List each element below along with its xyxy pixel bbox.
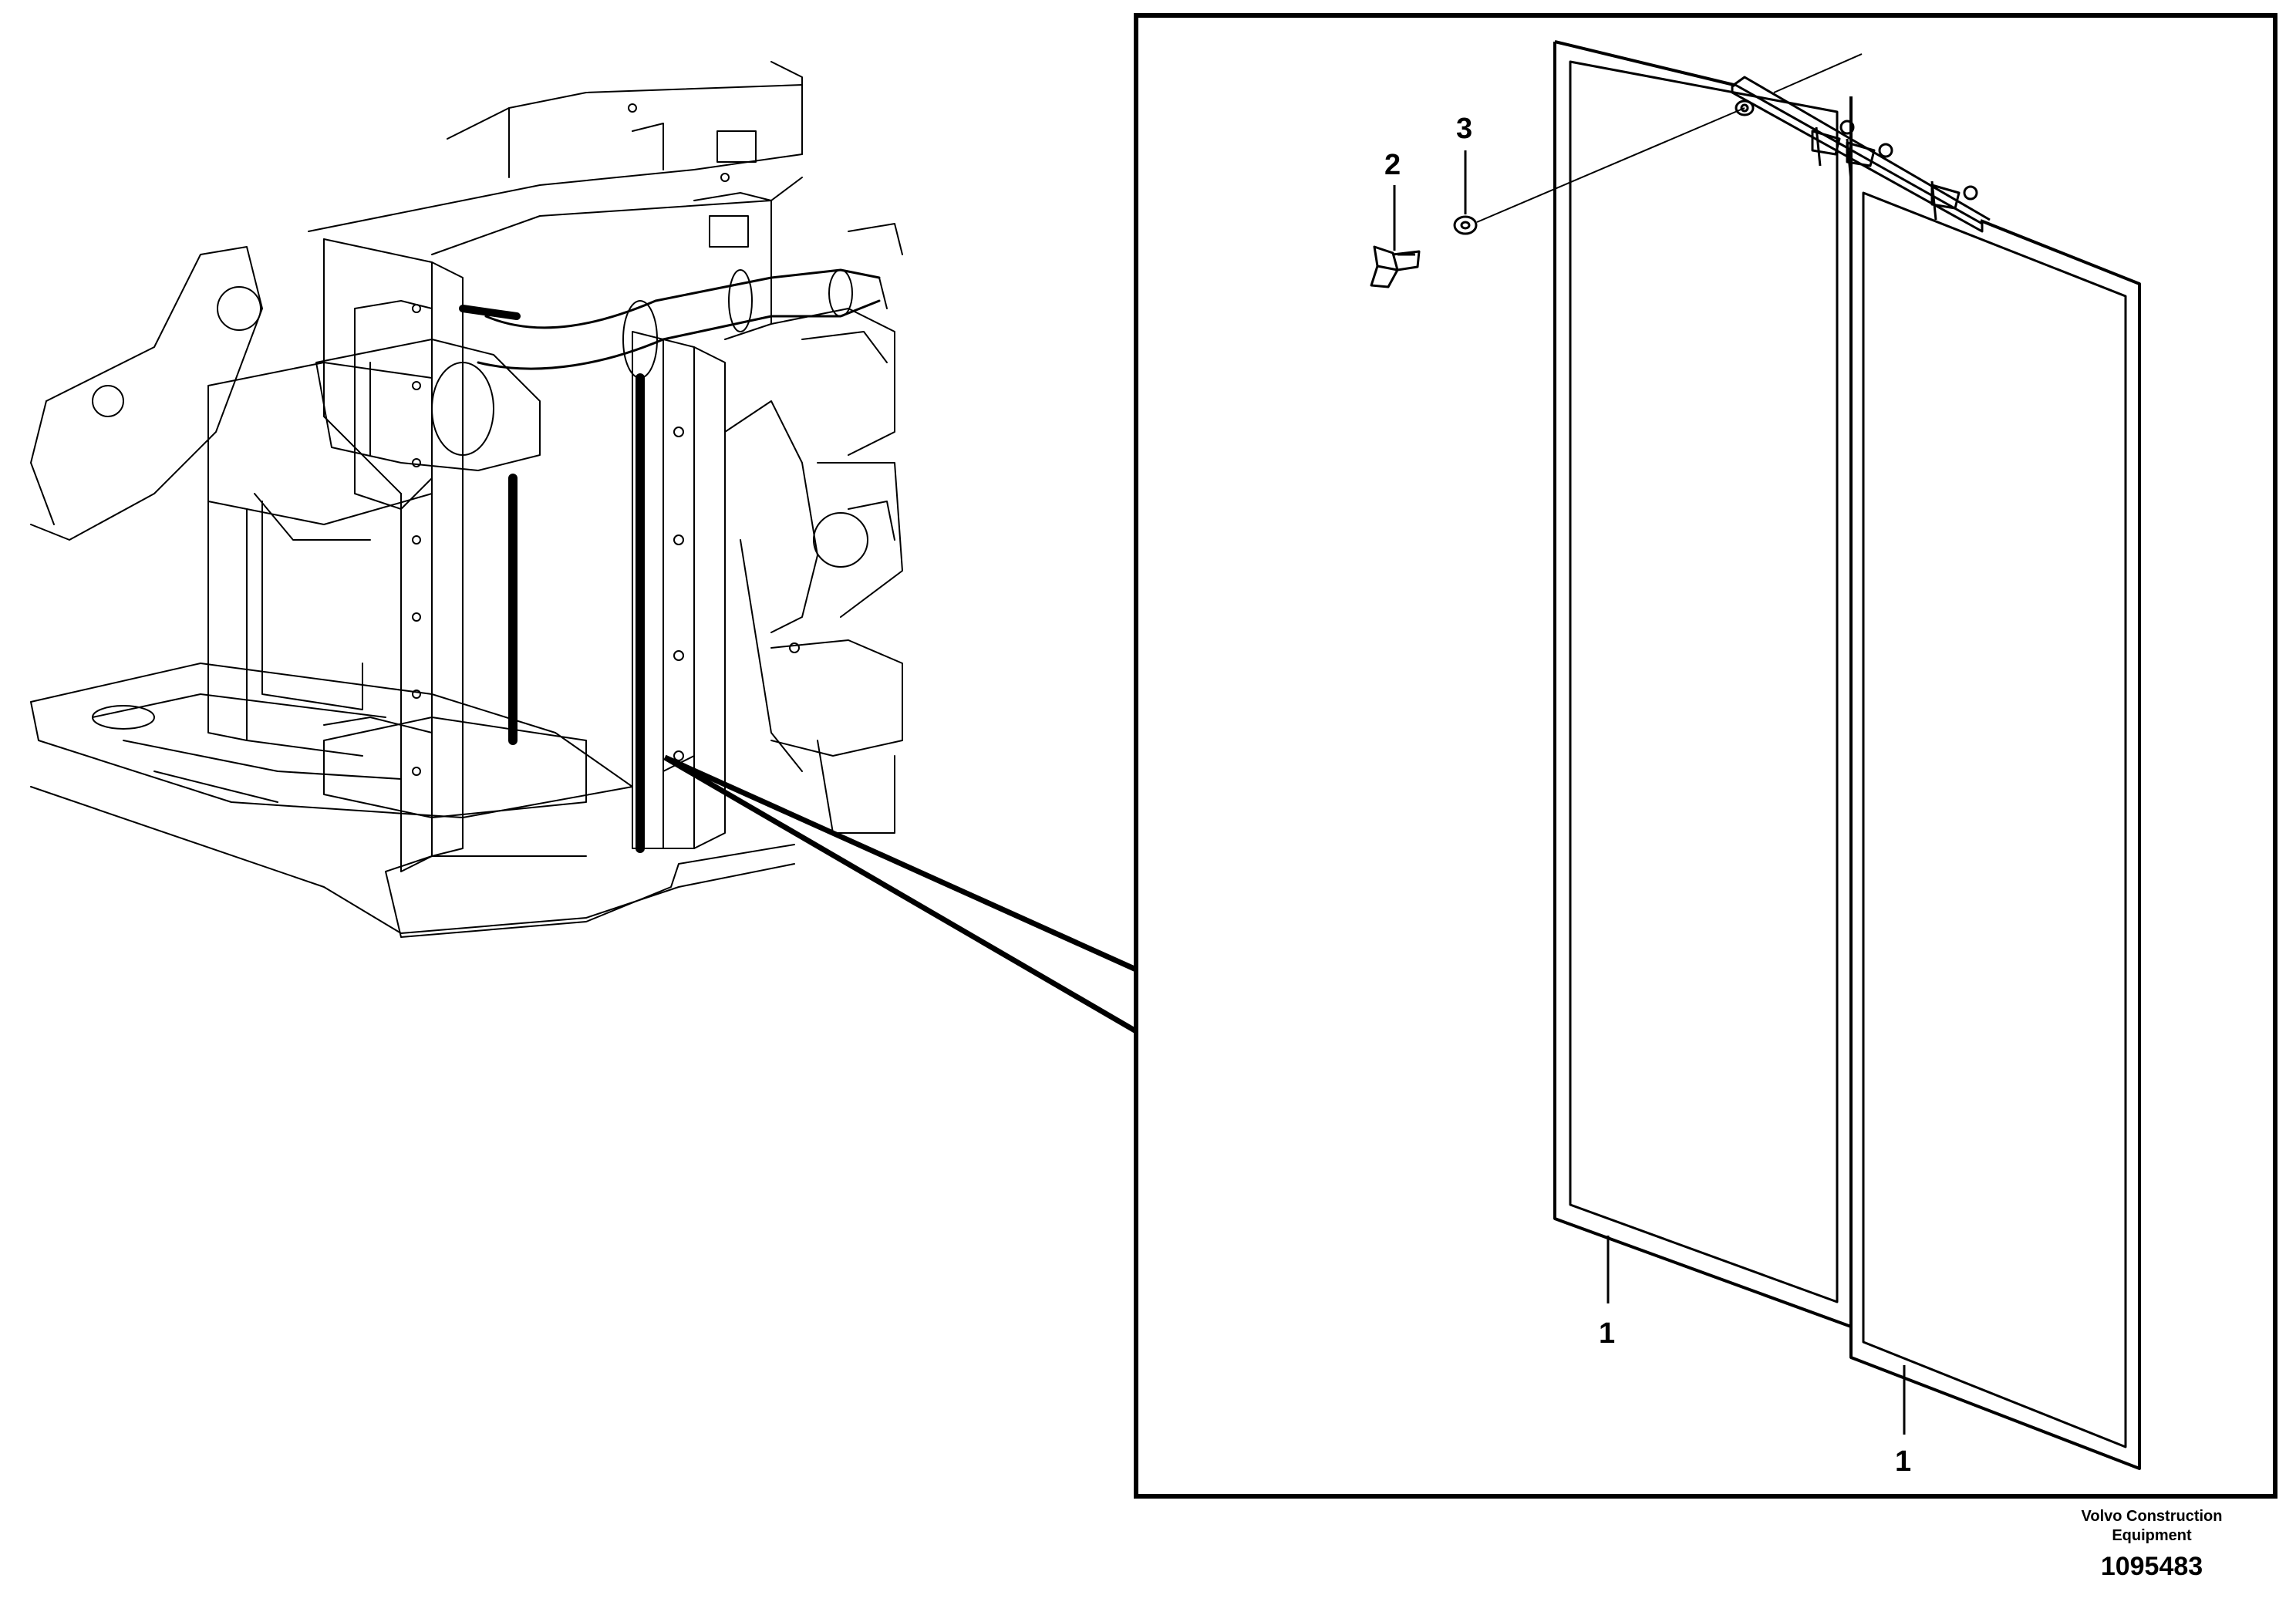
publisher-line-2: Equipment (2112, 1527, 2192, 1544)
machine-overview (30, 61, 903, 938)
publisher-label: Volvo Construction Equipment (2036, 1507, 2267, 1546)
detail-leader-lines (663, 754, 1138, 1034)
callout-washer: 3 (1456, 113, 1473, 145)
washer-exploded (1453, 215, 1478, 235)
filter-panel-left (1553, 40, 1853, 1328)
detail-frame (1134, 13, 2277, 1499)
mounting-bracket (1731, 53, 1991, 233)
drawing-number: 1095483 (2100, 1552, 2203, 1581)
callout-filter-left: 1 (1599, 1317, 1616, 1350)
filter-panel-right (1849, 191, 2141, 1470)
wing-screw-exploded (1370, 245, 1421, 288)
callout-leaders (1393, 150, 1906, 1435)
assembly-axis-line (1476, 107, 1745, 223)
publisher-line-1: Volvo Construction (2081, 1508, 2223, 1525)
callout-wing-screw: 2 (1384, 149, 1401, 181)
callout-filter-right: 1 (1895, 1445, 1912, 1478)
wing-screw-installed-group (1811, 120, 1978, 221)
